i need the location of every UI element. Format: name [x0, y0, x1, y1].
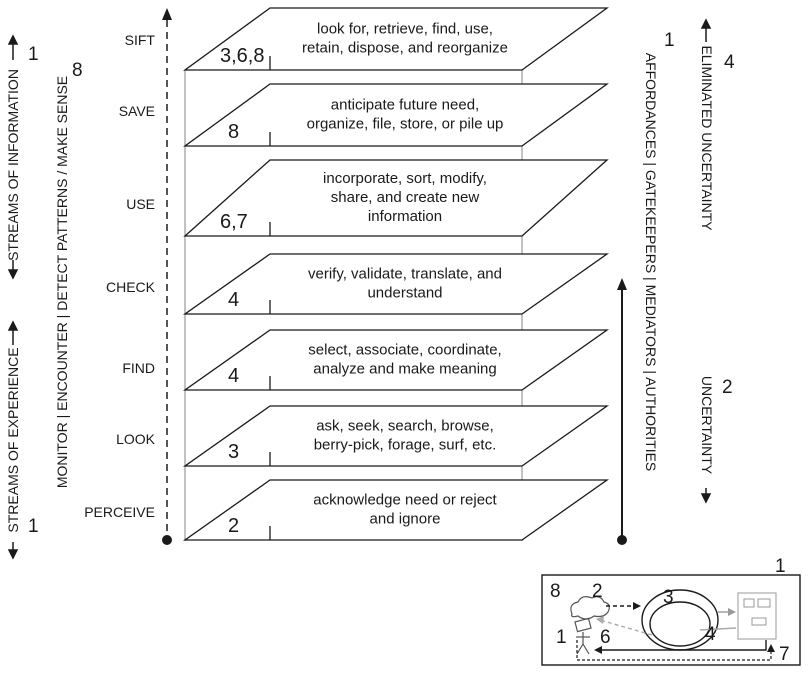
inset-number-4: 4 [705, 624, 716, 645]
level-number: 4 [228, 289, 239, 311]
left-labels: STREAMS OF INFORMATION STREAMS OF EXPERI… [5, 44, 83, 537]
level-look: LOOK 3 ask, seek, search, browse, berry-pic… [116, 405, 610, 467]
level-save: SAVE 8 anticipate future need, organize, fi… [119, 83, 609, 147]
right-solid-arrow [617, 278, 627, 545]
level-number: 6,7 [220, 211, 248, 233]
level-plane [183, 83, 609, 147]
level-label: CHECK [106, 279, 156, 295]
eliminated-uncertainty-label: ELIMINATED UNCERTAINTY [699, 45, 715, 231]
level-number: 2 [228, 515, 239, 537]
uncertainty-label: UNCERTAINTY [699, 376, 715, 475]
level-description-line: analyze and make meaning [313, 361, 496, 378]
level-plane [182, 405, 610, 467]
level-number: 3 [228, 441, 239, 463]
level-label: FIND [122, 360, 155, 376]
inset-number-8: 8 [550, 581, 561, 602]
inset-number-7: 7 [779, 644, 790, 665]
level-label: PERCEIVE [84, 504, 155, 520]
uncertainty-number: 2 [722, 377, 733, 398]
eliminated-number: 4 [724, 52, 735, 73]
level-check: CHECK 4 verify, validate, translate, and un… [106, 253, 610, 315]
right-labels: AFFORDANCES | GATEKEEPERS | MEDIATORS | … [643, 30, 735, 475]
monitor-encounter-label: MONITOR | ENCOUNTER | DETECT PATTERNS / … [54, 76, 70, 488]
level-plane [182, 253, 610, 315]
level-use: USE 6,7 incorporate, sort, modify, share, a… [126, 159, 609, 237]
level-description-line: berry-pick, forage, surf, etc. [314, 437, 497, 454]
level-description-line: organize, file, store, or pile up [307, 116, 504, 133]
level-description-line: acknowledge need or reject [313, 492, 497, 509]
level-label: LOOK [116, 431, 156, 447]
level-description-line: retain, dispose, and reorganize [302, 40, 508, 57]
left-small-arrows [7, 34, 19, 560]
person-icon [574, 617, 592, 655]
level-description-line: information [368, 208, 442, 225]
level-sift: SIFT 3,6,8 look for, retrieve, find, use, r… [125, 7, 609, 71]
level-number: 3,6,8 [220, 45, 264, 67]
streams-of-experience-label: STREAMS OF EXPERIENCE [5, 347, 21, 532]
level-find: FIND 4 select, associate, coordinate, analy… [122, 329, 610, 391]
experience-number: 1 [28, 516, 39, 537]
affordances-label: AFFORDANCES | GATEKEEPERS | MEDIATORS | … [643, 53, 659, 472]
level-description-line: and ignore [370, 511, 441, 528]
level-label: SAVE [119, 103, 155, 119]
level-number: 4 [228, 365, 239, 387]
level-description-line: understand [367, 285, 442, 302]
level-perceive: PERCEIVE 2 acknowledge need or reject and i… [84, 479, 610, 541]
level-description-line: ask, seek, search, browse, [316, 418, 494, 435]
level-label: USE [126, 196, 155, 212]
level-planes: SIFT 3,6,8 look for, retrieve, find, use, r… [84, 7, 610, 541]
level-plane [182, 329, 610, 391]
inset-corner-number: 1 [775, 556, 786, 577]
affordances-number: 1 [664, 30, 675, 51]
source-icons [743, 598, 771, 626]
level-description-line: incorporate, sort, modify, [323, 170, 487, 187]
level-description-line: verify, validate, translate, and [308, 266, 502, 283]
level-number: 8 [228, 121, 239, 143]
inset-diagram: 1 8 2 3 1 [541, 556, 801, 666]
level-description-line: look for, retrieve, find, use, [317, 21, 493, 38]
level-description-line: share, and create new [331, 189, 480, 206]
right-small-arrows [700, 18, 712, 504]
monitor-number: 8 [72, 60, 83, 81]
streams-of-information-label: STREAMS OF INFORMATION [5, 69, 21, 261]
inset-number-3: 3 [663, 587, 674, 608]
level-plane [183, 7, 609, 71]
level-label: SIFT [125, 32, 156, 48]
inset-number-1: 1 [556, 627, 567, 648]
level-plane [182, 479, 610, 541]
level-description-line: anticipate future need, [331, 97, 479, 114]
level-plane [183, 159, 609, 237]
level-description-line: select, associate, coordinate, [308, 342, 501, 359]
inset-number-2: 2 [592, 581, 603, 602]
info-number: 1 [28, 44, 39, 65]
inset-number-6: 6 [600, 627, 611, 648]
left-dashed-arrow [162, 8, 172, 545]
